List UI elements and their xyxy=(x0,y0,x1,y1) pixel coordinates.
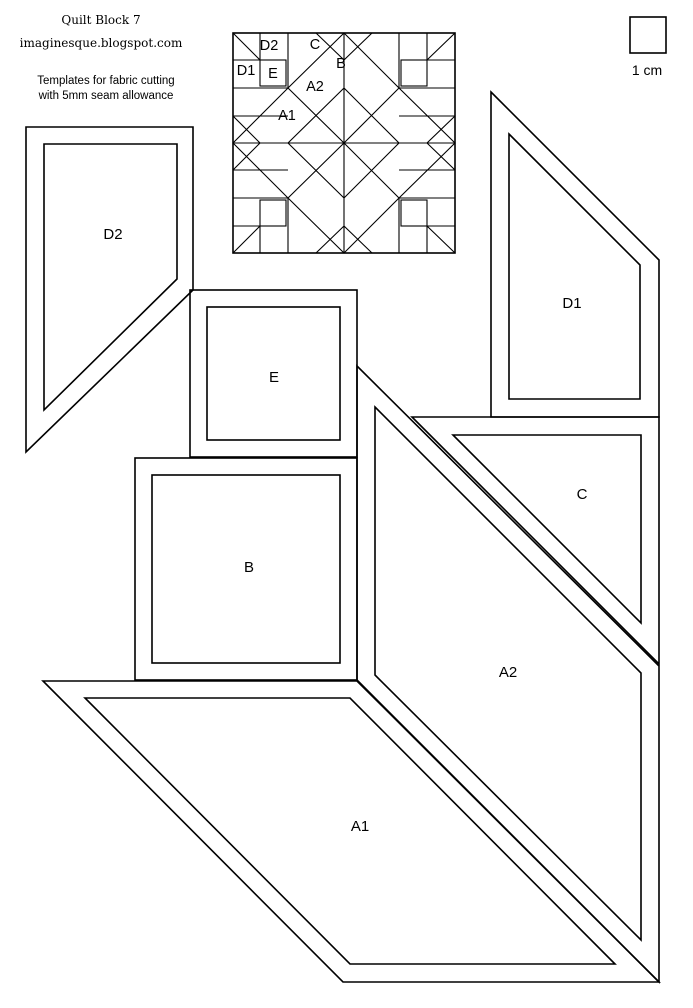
note-line-1: Templates for fabric cutting xyxy=(37,75,174,87)
template-e-inner xyxy=(206,306,341,441)
sheet-title: Quilt Block 7 xyxy=(61,13,140,27)
template-a1: A1 xyxy=(41,680,661,983)
diagram-label-d1: D1 xyxy=(237,63,256,79)
template-a1-label: A1 xyxy=(351,818,369,835)
template-b-label: B xyxy=(244,559,254,576)
block-diagram: D2 C B D1 E A2 A1 xyxy=(232,32,456,254)
template-e-label: E xyxy=(269,369,279,386)
corner-square-bl xyxy=(259,199,287,227)
scale-square xyxy=(629,16,667,54)
template-c-label: C xyxy=(577,486,588,503)
template-c-inner xyxy=(451,434,642,625)
template-a2-label: A2 xyxy=(499,664,517,681)
template-e: E xyxy=(189,289,358,458)
template-a1-inner xyxy=(83,697,617,965)
template-d1-inner xyxy=(508,132,641,400)
template-a2: A2 xyxy=(356,364,660,984)
diagram-label-a1: A1 xyxy=(278,108,296,124)
diagram-label-b: B xyxy=(336,56,346,72)
corner-square-br xyxy=(400,199,428,227)
blog-url: imaginesque.blogspot.com xyxy=(20,36,183,50)
diagram-label-c: C xyxy=(310,37,320,53)
diagram-label-d2: D2 xyxy=(260,38,279,54)
template-d2: D2 xyxy=(25,126,194,454)
template-d2-label: D2 xyxy=(103,226,122,243)
corner-square-tl xyxy=(259,59,287,87)
scale-label: 1 cm xyxy=(632,62,662,78)
note-line-2: with 5mm seam allowance xyxy=(38,90,174,102)
template-d1: D1 xyxy=(490,90,660,418)
template-a1-outer xyxy=(41,680,661,983)
template-c-outer xyxy=(410,416,660,666)
diagram-label-a2: A2 xyxy=(306,79,324,95)
template-b: B xyxy=(134,457,358,681)
template-d1-label: D1 xyxy=(562,295,581,312)
template-b-inner xyxy=(151,474,341,664)
star-lines xyxy=(232,32,456,254)
template-d2-inner xyxy=(43,143,178,412)
corner-square-tr xyxy=(400,59,428,87)
template-c: C xyxy=(410,416,660,666)
template-a2-inner xyxy=(374,405,642,942)
diagram-label-e: E xyxy=(268,66,278,82)
